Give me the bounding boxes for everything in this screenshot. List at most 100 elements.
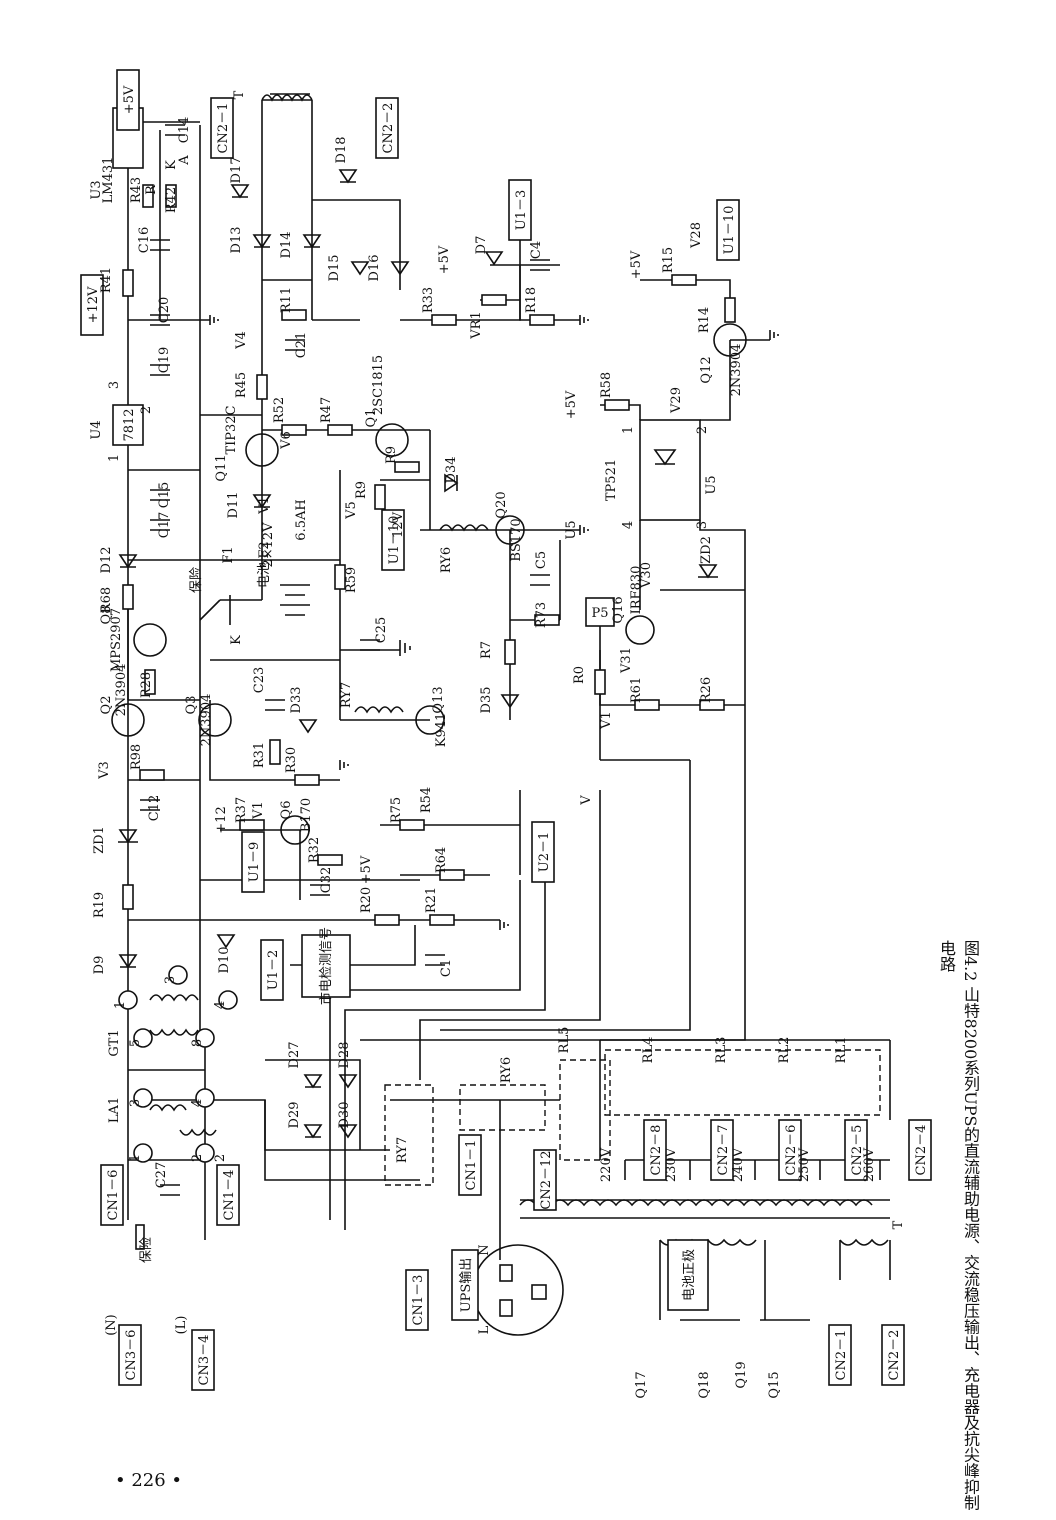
connector-c14: CN3－4: [191, 1329, 215, 1391]
component-label: VR1: [469, 311, 484, 339]
component-label: T: [891, 1220, 906, 1229]
component-label: V1: [257, 496, 272, 515]
connector-c18: CN2－8: [643, 1119, 667, 1181]
component-label: R0: [572, 666, 587, 684]
capacitor-c17: [150, 519, 170, 531]
component-label: Q1: [364, 409, 379, 428]
component-label: 4: [213, 1001, 228, 1009]
diode-d16: [390, 261, 410, 276]
connector-label: CN2－8: [649, 1125, 664, 1176]
connector-c8: U1－9: [241, 831, 265, 893]
transistor-q8: [133, 623, 167, 657]
transistor-q13: [415, 705, 445, 735]
connector-c19: CN2－7: [710, 1119, 734, 1181]
connector-label: CN2－6: [784, 1125, 799, 1176]
resistor-r37: [239, 819, 265, 831]
coil-la1-b: [179, 1128, 217, 1136]
component-label: BS170: [509, 518, 524, 561]
connector-label: CN2－7: [716, 1125, 731, 1176]
component-label: V3: [97, 761, 112, 780]
component-label: L: [477, 1325, 492, 1334]
resistor-r42: [165, 184, 177, 208]
component-label: U5: [704, 475, 719, 494]
component-label: D16: [367, 255, 382, 282]
connector-label: U1－10: [387, 516, 402, 565]
component-label: RL4: [641, 1037, 656, 1064]
connector-c4: CN2－2: [375, 97, 399, 159]
connector-c7: U1－10: [381, 509, 405, 571]
component-label: 2: [213, 1154, 228, 1162]
component-label: 12V: [391, 511, 406, 538]
component-label: 1: [128, 1154, 143, 1162]
component-label: R59: [344, 567, 359, 593]
component-label: R58: [599, 372, 614, 398]
capacitor-c12: [140, 799, 160, 811]
connector-label: CN1－4: [222, 1170, 237, 1221]
component-label: C19: [157, 347, 172, 374]
transistor-q6: [280, 815, 310, 845]
component-label: +5V: [359, 855, 374, 884]
component-label: 2N3904: [114, 664, 129, 717]
connector-label: U1－2: [266, 950, 281, 991]
diode-d33: [298, 719, 318, 734]
connector-c10: U1－2: [260, 939, 284, 1001]
component-label: C15: [157, 482, 172, 509]
component-label: V: [579, 795, 594, 806]
resistor-r11: [281, 309, 307, 321]
component-label: Q11: [214, 454, 229, 481]
connector-label: CN1－1: [464, 1140, 479, 1191]
battery-positive-label: 电池正极: [682, 1249, 697, 1301]
capacitor-c14: [165, 124, 185, 136]
connector-c11: CN1－6: [100, 1164, 124, 1226]
component-label: 2N3904: [199, 694, 214, 747]
diode-d9: [118, 954, 138, 969]
coil-la1: [149, 1104, 187, 1112]
component-label: K: [229, 635, 244, 645]
component-label: 2SC1815: [371, 355, 386, 415]
capacitor-c21: [285, 339, 305, 351]
component-label: D33: [289, 687, 304, 714]
pin-la-3: [133, 1088, 153, 1108]
resistor-r41: [122, 269, 134, 297]
component-label: R33: [421, 287, 436, 313]
component-label: 保险: [139, 1237, 154, 1263]
connector-label: CN3－4: [197, 1335, 212, 1386]
diode-d11: [252, 494, 272, 509]
pin-5: [133, 1028, 153, 1048]
component-label: 220V: [599, 1147, 614, 1182]
transistor-q11: [245, 433, 279, 467]
component-label: 1: [113, 1001, 128, 1009]
component-label: A: [177, 155, 192, 166]
pin-la-2: [195, 1143, 215, 1163]
component-label: C17: [157, 512, 172, 539]
component-label: TP521: [604, 459, 619, 501]
component-label: Q12: [699, 356, 714, 383]
resistor-r47: [327, 424, 353, 436]
connector-label: CN2－12: [539, 1150, 554, 1209]
component-label: C27: [154, 1162, 169, 1189]
component-label: RY6: [439, 547, 454, 573]
component-label: U3: [89, 180, 104, 199]
component-label: (N): [104, 1314, 119, 1336]
connector-label: CN2－4: [914, 1125, 929, 1176]
connector-label: +5V: [122, 85, 137, 114]
component-label: D10: [217, 947, 232, 974]
component-label: 3: [128, 1099, 143, 1107]
component-label: D34: [444, 457, 459, 484]
component-label: V4: [234, 331, 249, 350]
component-label: D15: [327, 255, 342, 282]
component-label: R28: [139, 672, 154, 698]
component-label: R26: [699, 677, 714, 703]
connector-label: CN2－1: [216, 103, 231, 154]
component-label: 5: [128, 1039, 143, 1047]
transformer-t-bottom: [519, 1199, 889, 1246]
transformer-t-top: [261, 93, 313, 102]
resistor-r7: [504, 639, 516, 665]
connector-label: U1－3: [514, 190, 529, 231]
resistor-r52: [281, 424, 307, 436]
battery-symbol: [280, 584, 310, 616]
component-label: K941: [434, 713, 449, 748]
component-label: C16: [137, 227, 152, 254]
connector-label: U1－10: [722, 206, 737, 255]
